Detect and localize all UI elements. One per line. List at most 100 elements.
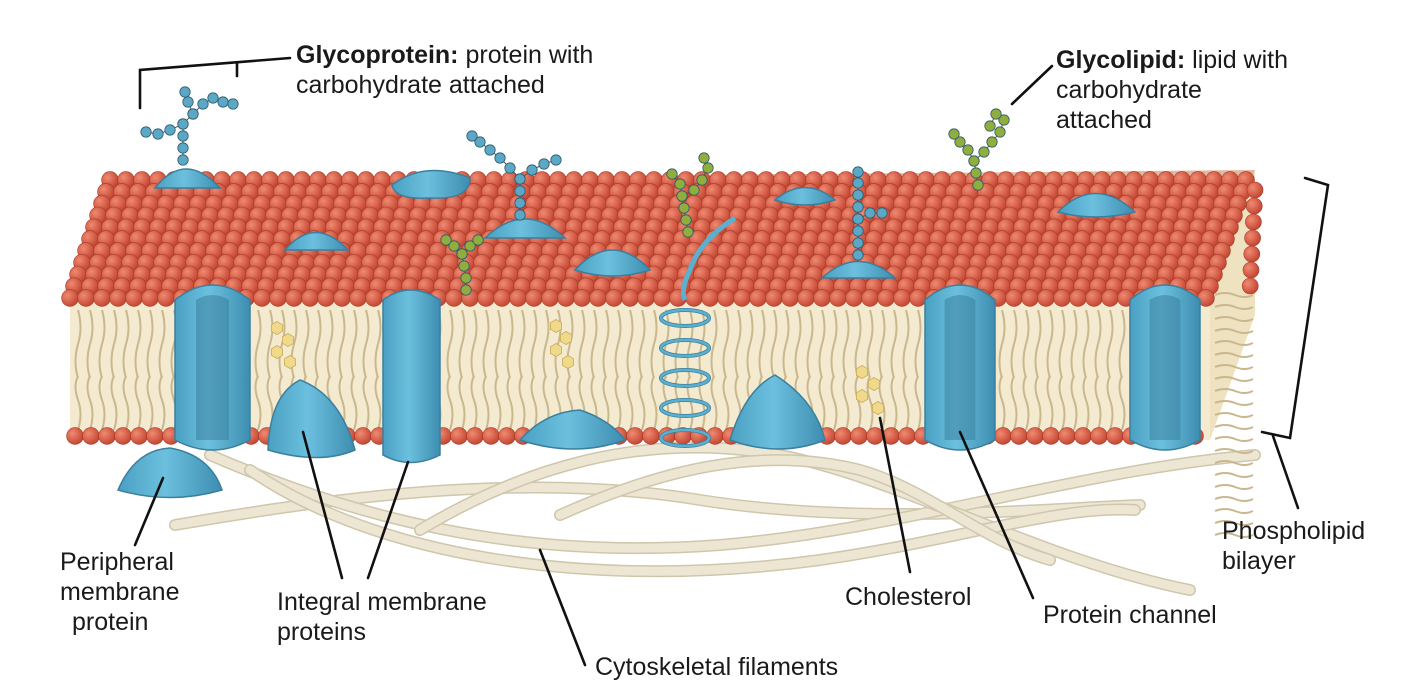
phospholipid-head <box>685 289 703 307</box>
surface-protein <box>391 169 471 199</box>
phospholipid-tail <box>98 375 106 431</box>
phospholipid-head <box>1021 289 1039 307</box>
phospholipid-head <box>1010 427 1028 445</box>
glycoprotein-body <box>820 260 897 279</box>
glycoprotein-sugar <box>876 207 888 219</box>
phospholipid-tail <box>518 309 526 379</box>
phospholipid-head <box>525 289 543 307</box>
phospholipid-tail <box>1214 352 1254 358</box>
phospholipid-head <box>813 289 831 307</box>
peripheral-protein-line2: membrane <box>60 578 180 606</box>
phospholipid-tail <box>1214 388 1254 394</box>
phospholipid-head <box>365 289 383 307</box>
glycoprotein-sugar <box>852 177 864 189</box>
channel-pore <box>944 295 976 440</box>
phospholipid-tail <box>350 375 358 431</box>
glycoprotein-sugar <box>182 96 194 108</box>
cholesterol-ring <box>270 345 284 359</box>
phospholipid-tail <box>1214 424 1254 430</box>
phospholipid-head <box>541 289 559 307</box>
glycolipid-sugar <box>680 214 692 226</box>
phospholipid-head <box>146 427 164 445</box>
glycoprotein-sugar <box>177 142 189 154</box>
glycolipid-sugar <box>674 178 686 190</box>
glycoprotein-sugar <box>494 152 506 164</box>
phospholipid-tail <box>158 309 166 379</box>
phospholipid-head <box>477 289 495 307</box>
glycolipid-sugar <box>994 126 1006 138</box>
phospholipid-head <box>77 289 95 307</box>
phospholipid-tail <box>1214 460 1254 466</box>
glycoprotein-term: Glycoprotein: <box>296 41 459 69</box>
phospholipid-head <box>1090 427 1108 445</box>
phospholipid-head <box>1053 289 1071 307</box>
glycoprotein-sugar <box>852 237 864 249</box>
phospholipid-tail <box>362 309 370 379</box>
phospholipid-tail <box>614 309 622 379</box>
phospholipid-tail <box>506 309 514 379</box>
phospholipid-head <box>61 289 79 307</box>
phospholipid-head <box>1069 289 1087 307</box>
glycoprotein-sugar <box>207 92 219 104</box>
glycoprotein-sugar <box>550 154 562 166</box>
phospholipid-tail <box>782 309 790 379</box>
glycolipid-sugar <box>440 234 452 246</box>
phospholipid-tail <box>1214 364 1254 370</box>
cholesterol-ring <box>856 365 868 379</box>
phospholipid-tail <box>998 375 1006 431</box>
phospholipid-tail <box>446 309 454 379</box>
glycolipid-leader-line <box>1010 64 1054 106</box>
cholesterol-ring <box>856 389 868 403</box>
phospholipid-head <box>130 427 148 445</box>
integral-protein <box>382 289 441 464</box>
surface-protein <box>283 231 350 251</box>
phospholipid-tail <box>602 309 610 379</box>
phospholipid-head <box>493 289 511 307</box>
glycoprotein-sugar <box>852 189 864 201</box>
glycoprotein-sugar <box>852 225 864 237</box>
phospholipid-tail <box>890 375 898 431</box>
glycolipid-sugar <box>682 226 694 238</box>
glycolipid-sugar <box>968 155 980 167</box>
phospholipid-tail <box>554 309 562 379</box>
glycoprotein-sugar <box>514 185 526 197</box>
glycoprotein-sugar <box>197 98 209 110</box>
glycoprotein-sugar <box>852 166 864 178</box>
phospholipid-head <box>573 289 591 307</box>
phospholipid-tail <box>146 309 154 379</box>
phospholipid-head <box>605 289 623 307</box>
cholesterol-ring <box>550 343 562 357</box>
bilayer-side-face <box>1210 170 1255 440</box>
glycolipid-sugar <box>678 202 690 214</box>
phospholipid-head <box>749 289 767 307</box>
phospholipid-tail <box>74 375 82 431</box>
phospholipid-tail <box>710 309 718 379</box>
cholesterol-group <box>270 319 884 415</box>
phospholipid-head <box>66 427 84 445</box>
phospholipid-tail <box>374 309 382 379</box>
glycoprotein-sugar <box>538 158 550 170</box>
glycoprotein-sugar <box>514 173 526 185</box>
glycoprotein-sugar <box>526 164 538 176</box>
phospholipid-tail <box>614 375 622 431</box>
phospholipid-tail <box>1214 448 1254 454</box>
glycolipid-sugar <box>702 162 714 174</box>
phospholipid-head <box>1037 289 1055 307</box>
phospholipid-tail <box>674 309 682 379</box>
cholesterol-ring <box>281 333 295 347</box>
phospholipid-tail <box>110 309 118 379</box>
phospholipid-tail <box>1214 436 1254 442</box>
glycoprotein-sugar <box>152 128 164 140</box>
phospholipid-head <box>781 289 799 307</box>
cholesterol-ring <box>283 355 297 369</box>
phospholipid-tail <box>134 375 142 431</box>
leader-lines-group <box>133 56 1330 667</box>
cholesterol-ring <box>270 321 284 335</box>
phospholipid-head <box>482 427 500 445</box>
phospholipid-head <box>994 427 1012 445</box>
phospholipid-head <box>1026 427 1044 445</box>
phospholipid-tail <box>914 375 922 431</box>
phospholipid-tail <box>494 309 502 379</box>
surface-protein <box>573 249 652 277</box>
glycoprotein-sugar <box>466 130 478 142</box>
